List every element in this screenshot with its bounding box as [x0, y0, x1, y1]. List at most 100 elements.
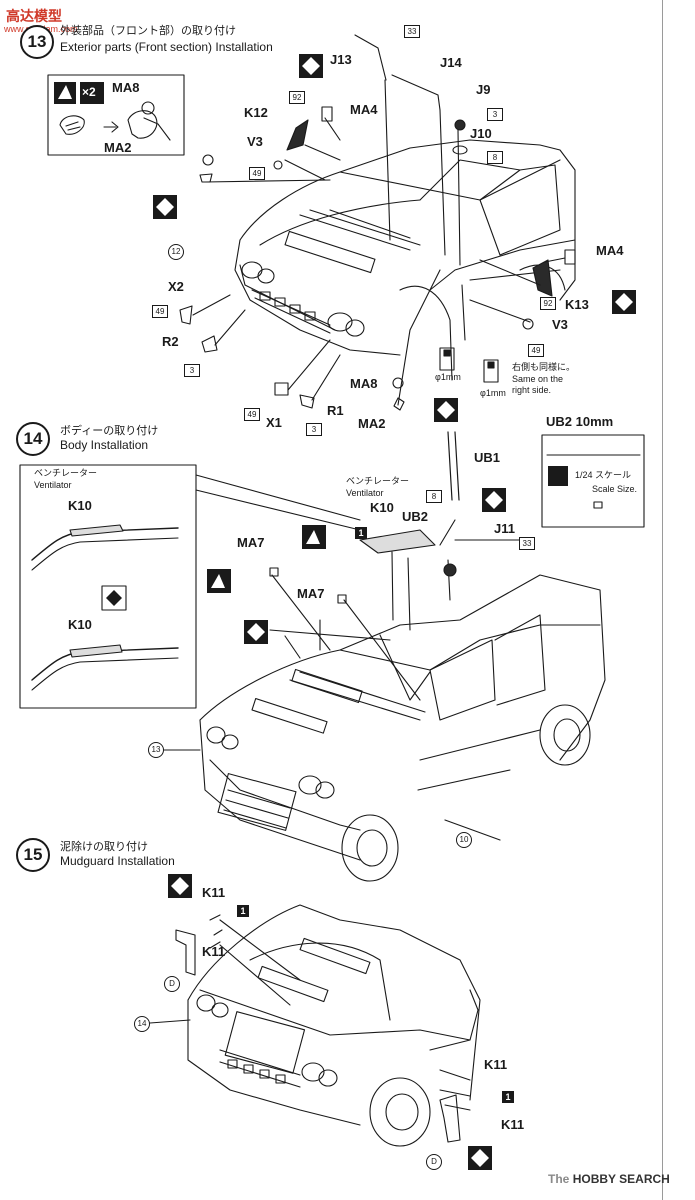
paint-49: 49 [152, 305, 168, 318]
label-x1: X1 [266, 415, 282, 430]
part-k10-main [359, 529, 436, 554]
label-ma4-right: MA4 [596, 243, 624, 258]
hobby-search-logo: The HOBBY SEARCH [548, 1172, 670, 1186]
label-x2: X2 [168, 279, 184, 294]
part-k13-mirror-flap [532, 259, 553, 297]
label-k11: K11 [202, 885, 226, 900]
ventilator-detail-box [19, 464, 197, 709]
marker-12: 12 [168, 244, 184, 260]
paint-1: 1 [502, 1091, 514, 1103]
label-ma7-mid: MA7 [297, 586, 325, 601]
step-number-13: 13 [20, 25, 54, 59]
ventilator-jp: ベンチレーター [346, 476, 410, 486]
label-k12: K12 [244, 105, 268, 120]
scale-icon [548, 466, 568, 486]
paint-3: 3 [184, 364, 200, 377]
ventilator-jp-inset: ベンチレーター [34, 468, 98, 478]
right-side-note-en: Same on the right side. [512, 374, 564, 395]
label-ma8: MA8 [350, 376, 378, 391]
label-k11: K11 [501, 1117, 525, 1132]
paint-3: 3 [487, 108, 503, 121]
part-ma8 [392, 377, 404, 389]
inset-multiplier: ×2 [82, 85, 96, 99]
part-r1 [299, 394, 315, 409]
label-ub1: UB1 [474, 450, 501, 465]
step13-inset-box [47, 74, 185, 156]
paint-1: 1 [355, 527, 367, 539]
drill-size-right: φ1mm [480, 388, 506, 398]
step-number-15: 15 [16, 838, 50, 872]
watermark-site-name: 高达模型 [6, 8, 62, 24]
step-number-14: 14 [16, 422, 50, 456]
paint-8: 8 [426, 490, 442, 503]
label-j13: J13 [330, 52, 352, 67]
paint-3: 3 [306, 423, 322, 436]
drill-hole-right [483, 359, 499, 383]
part-mudguard-right [439, 1094, 461, 1143]
label-ma4-left: MA4 [350, 102, 378, 117]
step15-car-drawing [187, 904, 481, 1147]
part-ma2 [393, 397, 405, 411]
step15-title-en: Mudguard Installation [60, 854, 175, 868]
step14-title-jp: ボディーの取り付け [60, 425, 159, 437]
paint-33: 33 [519, 537, 535, 550]
scale-en: Scale Size. [592, 484, 638, 494]
scale-jp: 1/24 スケール [575, 470, 632, 480]
part-x2 [179, 305, 193, 325]
part-x1 [274, 382, 289, 396]
part-j9 [454, 119, 466, 131]
step13-title-jp: 外装部品（フロント部）の取り付け [60, 25, 236, 37]
part-ma4-right [564, 249, 576, 265]
label-j14: J14 [440, 55, 462, 70]
part-j10 [452, 145, 468, 155]
marker-13: 13 [148, 742, 164, 758]
label-j10: J10 [470, 126, 492, 141]
ventilator-en: Ventilator [346, 488, 384, 498]
step14-car-drawing [199, 529, 606, 882]
ub2-spec: UB2 10mm [546, 414, 614, 429]
step13-car-drawing [234, 139, 576, 381]
inset-dir-icon [54, 82, 76, 104]
part-ma7-top [269, 567, 279, 577]
marker-10: 10 [456, 832, 472, 848]
inset-label-ma8: MA8 [112, 80, 140, 95]
step15-title-jp: 泥除けの取り付け [60, 841, 148, 853]
paint-49: 49 [528, 344, 544, 357]
paint-92: 92 [540, 297, 556, 310]
label-v3-right: V3 [552, 317, 568, 332]
label-k10-top: K10 [68, 498, 92, 513]
label-k10-bottom: K10 [68, 617, 92, 632]
right-side-note-jp: 右側も同様に。 [512, 362, 576, 372]
part-mudguard-left [175, 929, 196, 976]
step13-title-en: Exterior parts (Front section) Installat… [60, 40, 273, 54]
ventilator-en-inset: Ventilator [34, 480, 72, 490]
label-v3-left: V3 [247, 134, 263, 149]
step14-title-en: Body Installation [60, 438, 149, 452]
part-k12-mirror-flap [286, 119, 309, 151]
drill-size-left: φ1mm [435, 372, 461, 382]
marker-14: 14 [134, 1016, 150, 1032]
paint-92: 92 [289, 91, 305, 104]
part-j11 [443, 563, 457, 577]
label-ma7-top: MA7 [237, 535, 265, 550]
label-j11: J11 [494, 521, 515, 536]
label-r2: R2 [162, 334, 179, 349]
part-ub1-tube [447, 431, 460, 501]
part-r2 [201, 335, 218, 353]
label-k11: K11 [202, 944, 226, 959]
arrow-down-icon [101, 585, 127, 611]
paint-49: 49 [249, 167, 265, 180]
ub2-scale-box [541, 434, 645, 528]
inset-label-ma2: MA2 [104, 140, 132, 155]
label-ub2: UB2 [402, 509, 429, 524]
label-k13: K13 [565, 297, 589, 312]
page-spine-line [662, 0, 663, 1200]
marker-d-right: D [426, 1154, 442, 1170]
drill-hole-left [439, 347, 455, 371]
label-r1: R1 [327, 403, 344, 418]
paint-1: 1 [237, 905, 249, 917]
part-v3-right [522, 318, 534, 330]
